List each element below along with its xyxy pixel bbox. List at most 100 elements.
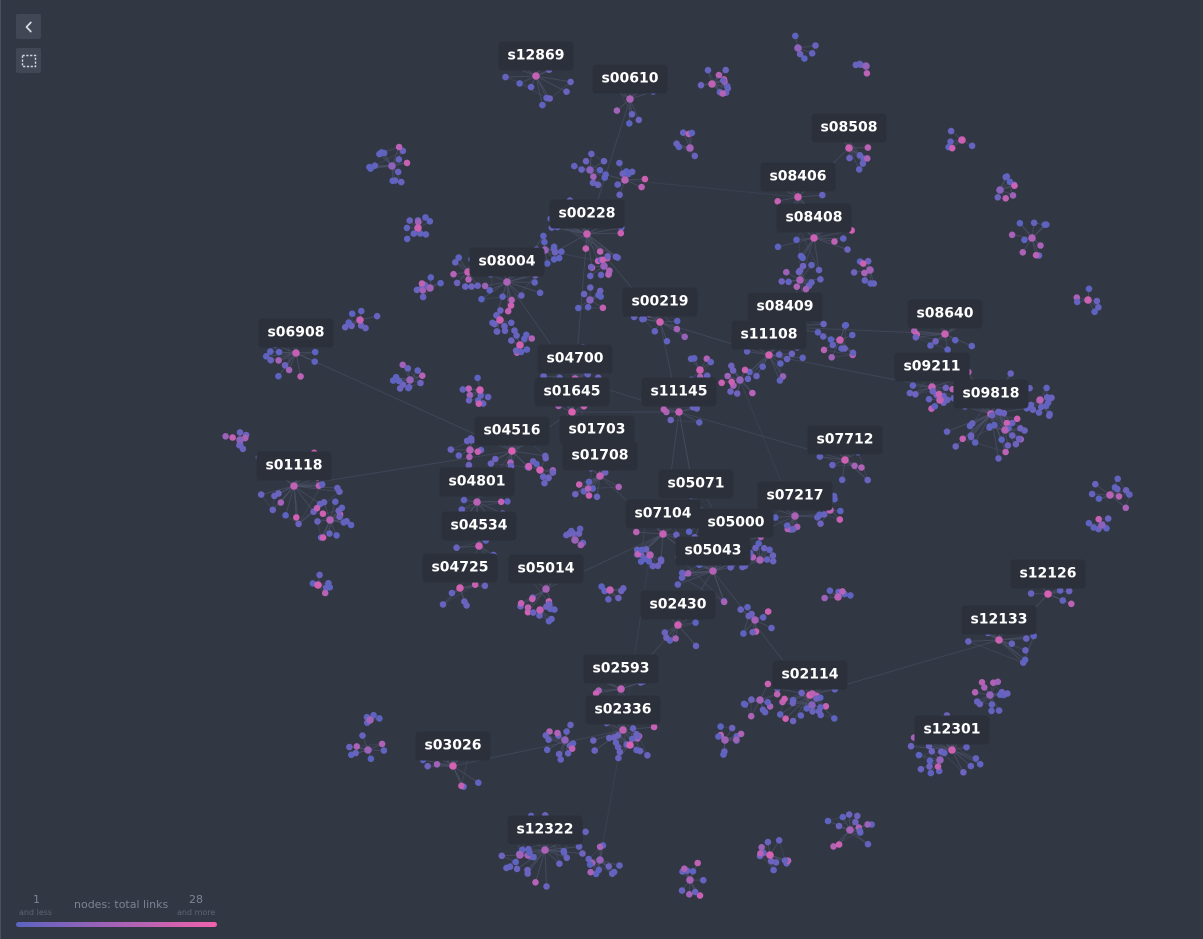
graph-node[interactable] xyxy=(578,166,585,173)
graph-node[interactable] xyxy=(542,585,550,593)
graph-node[interactable] xyxy=(585,492,593,499)
graph-node[interactable] xyxy=(316,571,323,579)
graph-node[interactable] xyxy=(557,756,564,763)
graph-node[interactable] xyxy=(775,837,783,844)
graph-node[interactable] xyxy=(840,235,847,242)
graph-node[interactable] xyxy=(796,276,804,284)
graph-node[interactable] xyxy=(995,707,1003,714)
graph-node[interactable] xyxy=(512,347,520,354)
graph-node[interactable] xyxy=(639,315,646,323)
node-label-s05043[interactable]: s05043 xyxy=(675,536,751,566)
graph-node[interactable] xyxy=(836,336,844,344)
graph-node[interactable] xyxy=(1004,690,1011,697)
graph-node[interactable] xyxy=(808,50,816,57)
graph-node[interactable] xyxy=(636,747,644,755)
graph-node[interactable] xyxy=(743,348,751,355)
graph-node[interactable] xyxy=(571,536,579,544)
node-label-s05014[interactable]: s05014 xyxy=(508,554,584,584)
graph-node[interactable] xyxy=(906,389,914,397)
graph-node[interactable] xyxy=(817,276,824,283)
graph-node[interactable] xyxy=(1013,415,1021,423)
node-label-s12301[interactable]: s12301 xyxy=(914,715,990,745)
graph-node[interactable] xyxy=(536,606,544,614)
graph-node[interactable] xyxy=(794,44,802,52)
graph-node[interactable] xyxy=(498,852,506,860)
graph-node[interactable] xyxy=(508,319,515,327)
graph-node[interactable] xyxy=(674,581,682,588)
graph-node[interactable] xyxy=(973,698,981,705)
graph-node[interactable] xyxy=(727,564,734,571)
graph-node[interactable] xyxy=(615,594,622,602)
graph-node[interactable] xyxy=(831,715,838,722)
graph-node[interactable] xyxy=(686,891,693,898)
graph-node[interactable] xyxy=(715,71,723,79)
graph-node[interactable] xyxy=(582,245,590,252)
graph-node[interactable] xyxy=(281,362,289,369)
graph-node[interactable] xyxy=(859,160,867,167)
graph-node[interactable] xyxy=(729,367,737,374)
graph-node[interactable] xyxy=(927,342,934,349)
graph-node[interactable] xyxy=(718,379,725,387)
graph-node[interactable] xyxy=(453,279,461,287)
graph-node[interactable] xyxy=(599,304,607,312)
graph-node[interactable] xyxy=(849,331,856,339)
graph-node[interactable] xyxy=(531,279,538,286)
graph-node[interactable] xyxy=(644,752,651,759)
graph-node[interactable] xyxy=(596,166,604,174)
graph-node[interactable] xyxy=(497,307,504,314)
graph-node[interactable] xyxy=(564,750,572,757)
node-label-s05071[interactable]: s05071 xyxy=(658,469,734,499)
graph-node[interactable] xyxy=(589,485,597,492)
graph-node[interactable] xyxy=(347,521,355,529)
node-label-s07712[interactable]: s07712 xyxy=(807,425,883,455)
graph-node[interactable] xyxy=(405,384,412,392)
graph-node[interactable] xyxy=(675,408,683,416)
graph-node[interactable] xyxy=(959,435,966,443)
graph-node[interactable] xyxy=(965,638,972,645)
graph-node[interactable] xyxy=(741,366,749,374)
graph-node[interactable] xyxy=(563,854,571,862)
graph-node[interactable] xyxy=(487,460,495,467)
graph-node[interactable] xyxy=(275,357,282,364)
graph-node[interactable] xyxy=(817,711,824,719)
graph-node[interactable] xyxy=(1002,448,1009,456)
graph-node[interactable] xyxy=(359,732,366,739)
graph-node[interactable] xyxy=(465,461,473,469)
graph-node[interactable] xyxy=(295,520,302,528)
graph-node[interactable] xyxy=(747,712,755,720)
graph-node[interactable] xyxy=(768,624,775,632)
graph-node[interactable] xyxy=(674,621,682,629)
graph-node[interactable] xyxy=(907,742,915,750)
graph-node[interactable] xyxy=(782,715,789,722)
graph-node[interactable] xyxy=(774,198,781,205)
graph-node[interactable] xyxy=(1002,173,1009,181)
graph-node[interactable] xyxy=(783,268,790,276)
graph-node[interactable] xyxy=(575,481,583,488)
graph-node[interactable] xyxy=(764,838,772,846)
graph-node[interactable] xyxy=(297,373,304,380)
graph-node[interactable] xyxy=(275,372,282,380)
graph-node[interactable] xyxy=(419,287,427,294)
graph-node[interactable] xyxy=(634,732,642,740)
graph-node[interactable] xyxy=(808,261,815,269)
graph-node[interactable] xyxy=(707,358,714,366)
graph-node[interactable] xyxy=(657,557,665,565)
graph-node[interactable] xyxy=(744,375,752,383)
graph-node[interactable] xyxy=(703,372,711,380)
graph-node[interactable] xyxy=(619,726,627,734)
graph-node[interactable] xyxy=(917,765,925,773)
graph-node[interactable] xyxy=(1122,504,1130,512)
graph-node[interactable] xyxy=(395,143,403,151)
graph-node[interactable] xyxy=(478,295,485,303)
node-label-s04801[interactable]: s04801 xyxy=(439,467,515,497)
graph-node[interactable] xyxy=(320,499,328,506)
graph-node[interactable] xyxy=(935,390,943,398)
graph-node[interactable] xyxy=(475,542,483,550)
graph-node[interactable] xyxy=(275,348,283,356)
graph-node[interactable] xyxy=(783,522,791,529)
graph-node[interactable] xyxy=(567,78,574,86)
graph-node[interactable] xyxy=(928,748,936,755)
graph-node[interactable] xyxy=(660,406,668,413)
graph-node[interactable] xyxy=(593,493,601,501)
node-label-s06908[interactable]: s06908 xyxy=(258,318,334,348)
